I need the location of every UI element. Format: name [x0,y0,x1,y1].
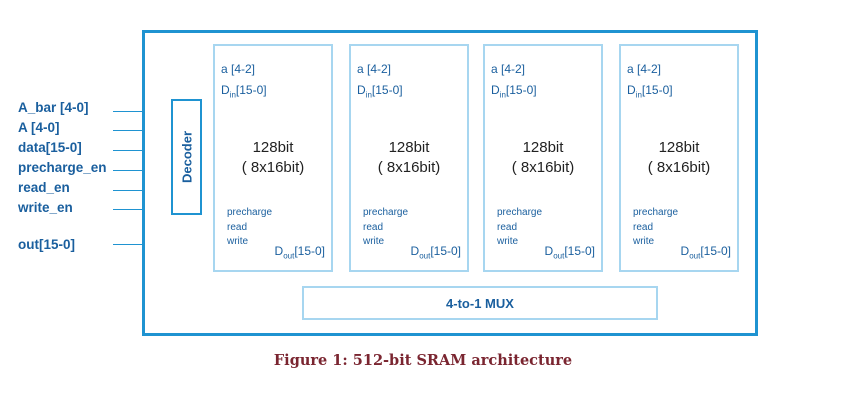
bank-organization-label: ( 8x16bit) [377,159,441,176]
bank-data-in-label: Din[15-0] [357,83,403,100]
figure-caption: Figure 1: 512-bit SRAM architecture [273,352,573,369]
bank-data-out-label: Dout[15-0] [410,244,461,261]
signal-line-precharge-en [113,170,143,171]
bank-precharge-label: precharge [633,207,679,218]
signal-line-write-en [113,209,143,210]
sram-architecture-box [142,30,758,336]
bank-precharge-label: precharge [497,207,543,218]
bank-capacity-label: 128bit [658,139,700,156]
bank-data-in-label: Din[15-0] [491,83,537,100]
bank-data-out-label: Dout[15-0] [544,244,595,261]
decoder-label: Decoder [179,130,194,184]
bank-precharge-label: precharge [227,207,273,218]
signal-line-out [113,244,143,245]
bank-data-in-label: Din[15-0] [627,83,673,100]
bank-write-label: write [363,236,385,247]
bank-data-out-label: Dout[15-0] [680,244,731,261]
bank-data-out-label: Dout[15-0] [274,244,325,261]
bank-read-label: read [633,222,654,233]
bank-read-label: read [363,222,384,233]
bank-read-label: read [227,222,248,233]
bank-write-label: write [633,236,655,247]
signal-a-bar: A_bar [4-0] [18,100,89,115]
bank-read-label: read [497,222,518,233]
bank-capacity-label: 128bit [522,139,564,156]
bank-capacity-label: 128bit [252,139,294,156]
bank-capacity-label: 128bit [388,139,430,156]
bank-organization-label: ( 8x16bit) [647,159,711,176]
signal-line-data [113,150,143,151]
signal-read-en: read_en [18,180,70,195]
memory-bank-2: a [4-2] Din[15-0] 128bit ( 8x16bit) prec… [483,44,603,272]
signal-write-en: write_en [18,200,73,215]
mux-label: 4-to-1 MUX [446,295,514,311]
bank-organization-label: ( 8x16bit) [241,159,305,176]
bank-address-label: a [4-2] [221,62,256,76]
signal-precharge-en: precharge_en [18,160,107,175]
bank-address-label: a [4-2] [357,62,392,76]
bank-organization-label: ( 8x16bit) [511,159,575,176]
signal-a: A [4-0] [18,120,60,135]
bank-address-label: a [4-2] [627,62,662,76]
signal-line-a-bar [113,111,143,112]
mux-block: 4-to-1 MUX [302,286,658,320]
bank-write-label: write [227,236,249,247]
bank-data-in-label: Din[15-0] [221,83,267,100]
memory-bank-3: a [4-2] Din[15-0] 128bit ( 8x16bit) prec… [619,44,739,272]
memory-bank-0: a [4-2] Din[15-0] 128bit ( 8x16bit) prec… [213,44,333,272]
signal-out: out[15-0] [18,237,75,252]
memory-bank-1: a [4-2] Din[15-0] 128bit ( 8x16bit) prec… [349,44,469,272]
bank-address-label: a [4-2] [491,62,526,76]
signal-line-read-en [113,190,143,191]
bank-precharge-label: precharge [363,207,409,218]
bank-write-label: write [497,236,519,247]
signal-data: data[15-0] [18,140,82,155]
signal-line-a [113,130,143,131]
decoder-block: Decoder [171,99,202,215]
